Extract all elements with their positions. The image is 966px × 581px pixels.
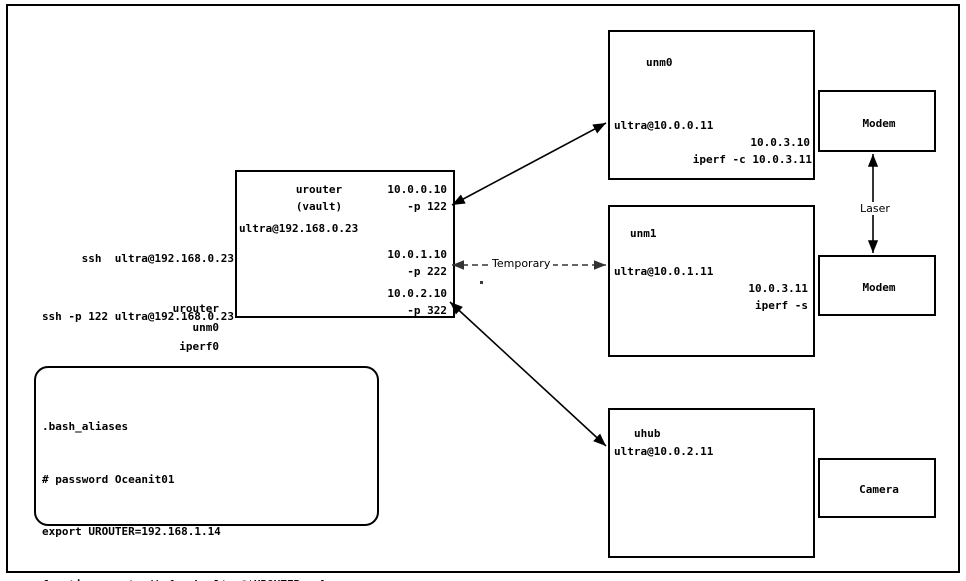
camera-label: Camera [859, 483, 899, 496]
urouter-port-label-0: -p 122 [407, 200, 447, 213]
modem-bottom-label: Modem [862, 281, 896, 294]
unm0-command: iperf -c 10.0.3.11 [692, 153, 812, 166]
urouter-title: urouter [295, 183, 343, 196]
node-box-modem-bottom: Modem [818, 255, 936, 316]
node-box-unm0: unm0 ultra@10.0.0.11 10.0.3.10 iperf -c … [608, 30, 815, 180]
bash-aliases-box: .bash_aliases # password Oceanit01 expor… [34, 366, 379, 581]
bash-aliases-content: .bash_aliases # password Oceanit01 expor… [42, 383, 347, 581]
node-box-camera: Camera [818, 458, 936, 518]
urouter-subtitle: (vault) [295, 200, 343, 213]
node-box-urouter: urouter (vault) ultra@192.168.0.23 10.0.… [235, 170, 455, 318]
alias-name-iperf0: iperf0 [179, 340, 219, 353]
urouter-user-host: ultra@192.168.0.23 [239, 222, 359, 235]
urouter-port-label-2: -p 322 [407, 304, 447, 317]
temporary-link-label: Temporary [489, 257, 554, 270]
laser-link-label: Laser [857, 202, 893, 215]
unm0-ip: 10.0.3.10 [750, 136, 810, 149]
alias-line: # password Oceanit01 [42, 472, 175, 486]
unm1-user-host: ultra@10.0.1.11 [614, 265, 714, 278]
urouter-port-ip-0: 10.0.0.10 [387, 183, 447, 196]
alias-name-urouter: urouter [172, 302, 219, 315]
unm1-command: iperf -s [755, 299, 808, 312]
alias-line: function urouter() { ssh ultra@$UROUTER … [42, 576, 347, 581]
modem-top-label: Modem [862, 117, 896, 130]
alias-name-unm0: unm0 [192, 321, 220, 334]
node-box-modem-top: Modem [818, 90, 936, 152]
ssh-command-line: ssh -p 122 ultra@192.168.0.23 [41, 310, 234, 323]
alias-line: export UROUTER=192.168.1.14 [42, 525, 221, 538]
unm1-ip: 10.0.3.11 [748, 282, 808, 295]
ssh-command-line: ssh ultra@192.168.0.23 [81, 252, 234, 265]
diagram-outer-border [6, 4, 960, 573]
unm0-user-host: ultra@10.0.0.11 [614, 119, 714, 132]
unm0-title: unm0 [646, 56, 673, 69]
alias-line: .bash_aliases [42, 420, 129, 433]
node-box-unm1: unm1 ultra@10.0.1.11 10.0.3.11 iperf -s [608, 205, 815, 357]
node-box-uhub: uhub ultra@10.0.2.11 [608, 408, 815, 558]
uhub-user-host: ultra@10.0.2.11 [614, 445, 714, 458]
unm1-title: unm1 [630, 227, 657, 240]
urouter-port-ip-1: 10.0.1.10 [387, 248, 447, 261]
urouter-port-label-1: -p 222 [407, 265, 447, 278]
urouter-port-ip-2: 10.0.2.10 [387, 287, 447, 300]
uhub-title: uhub [634, 427, 661, 440]
stray-mark [480, 281, 483, 284]
